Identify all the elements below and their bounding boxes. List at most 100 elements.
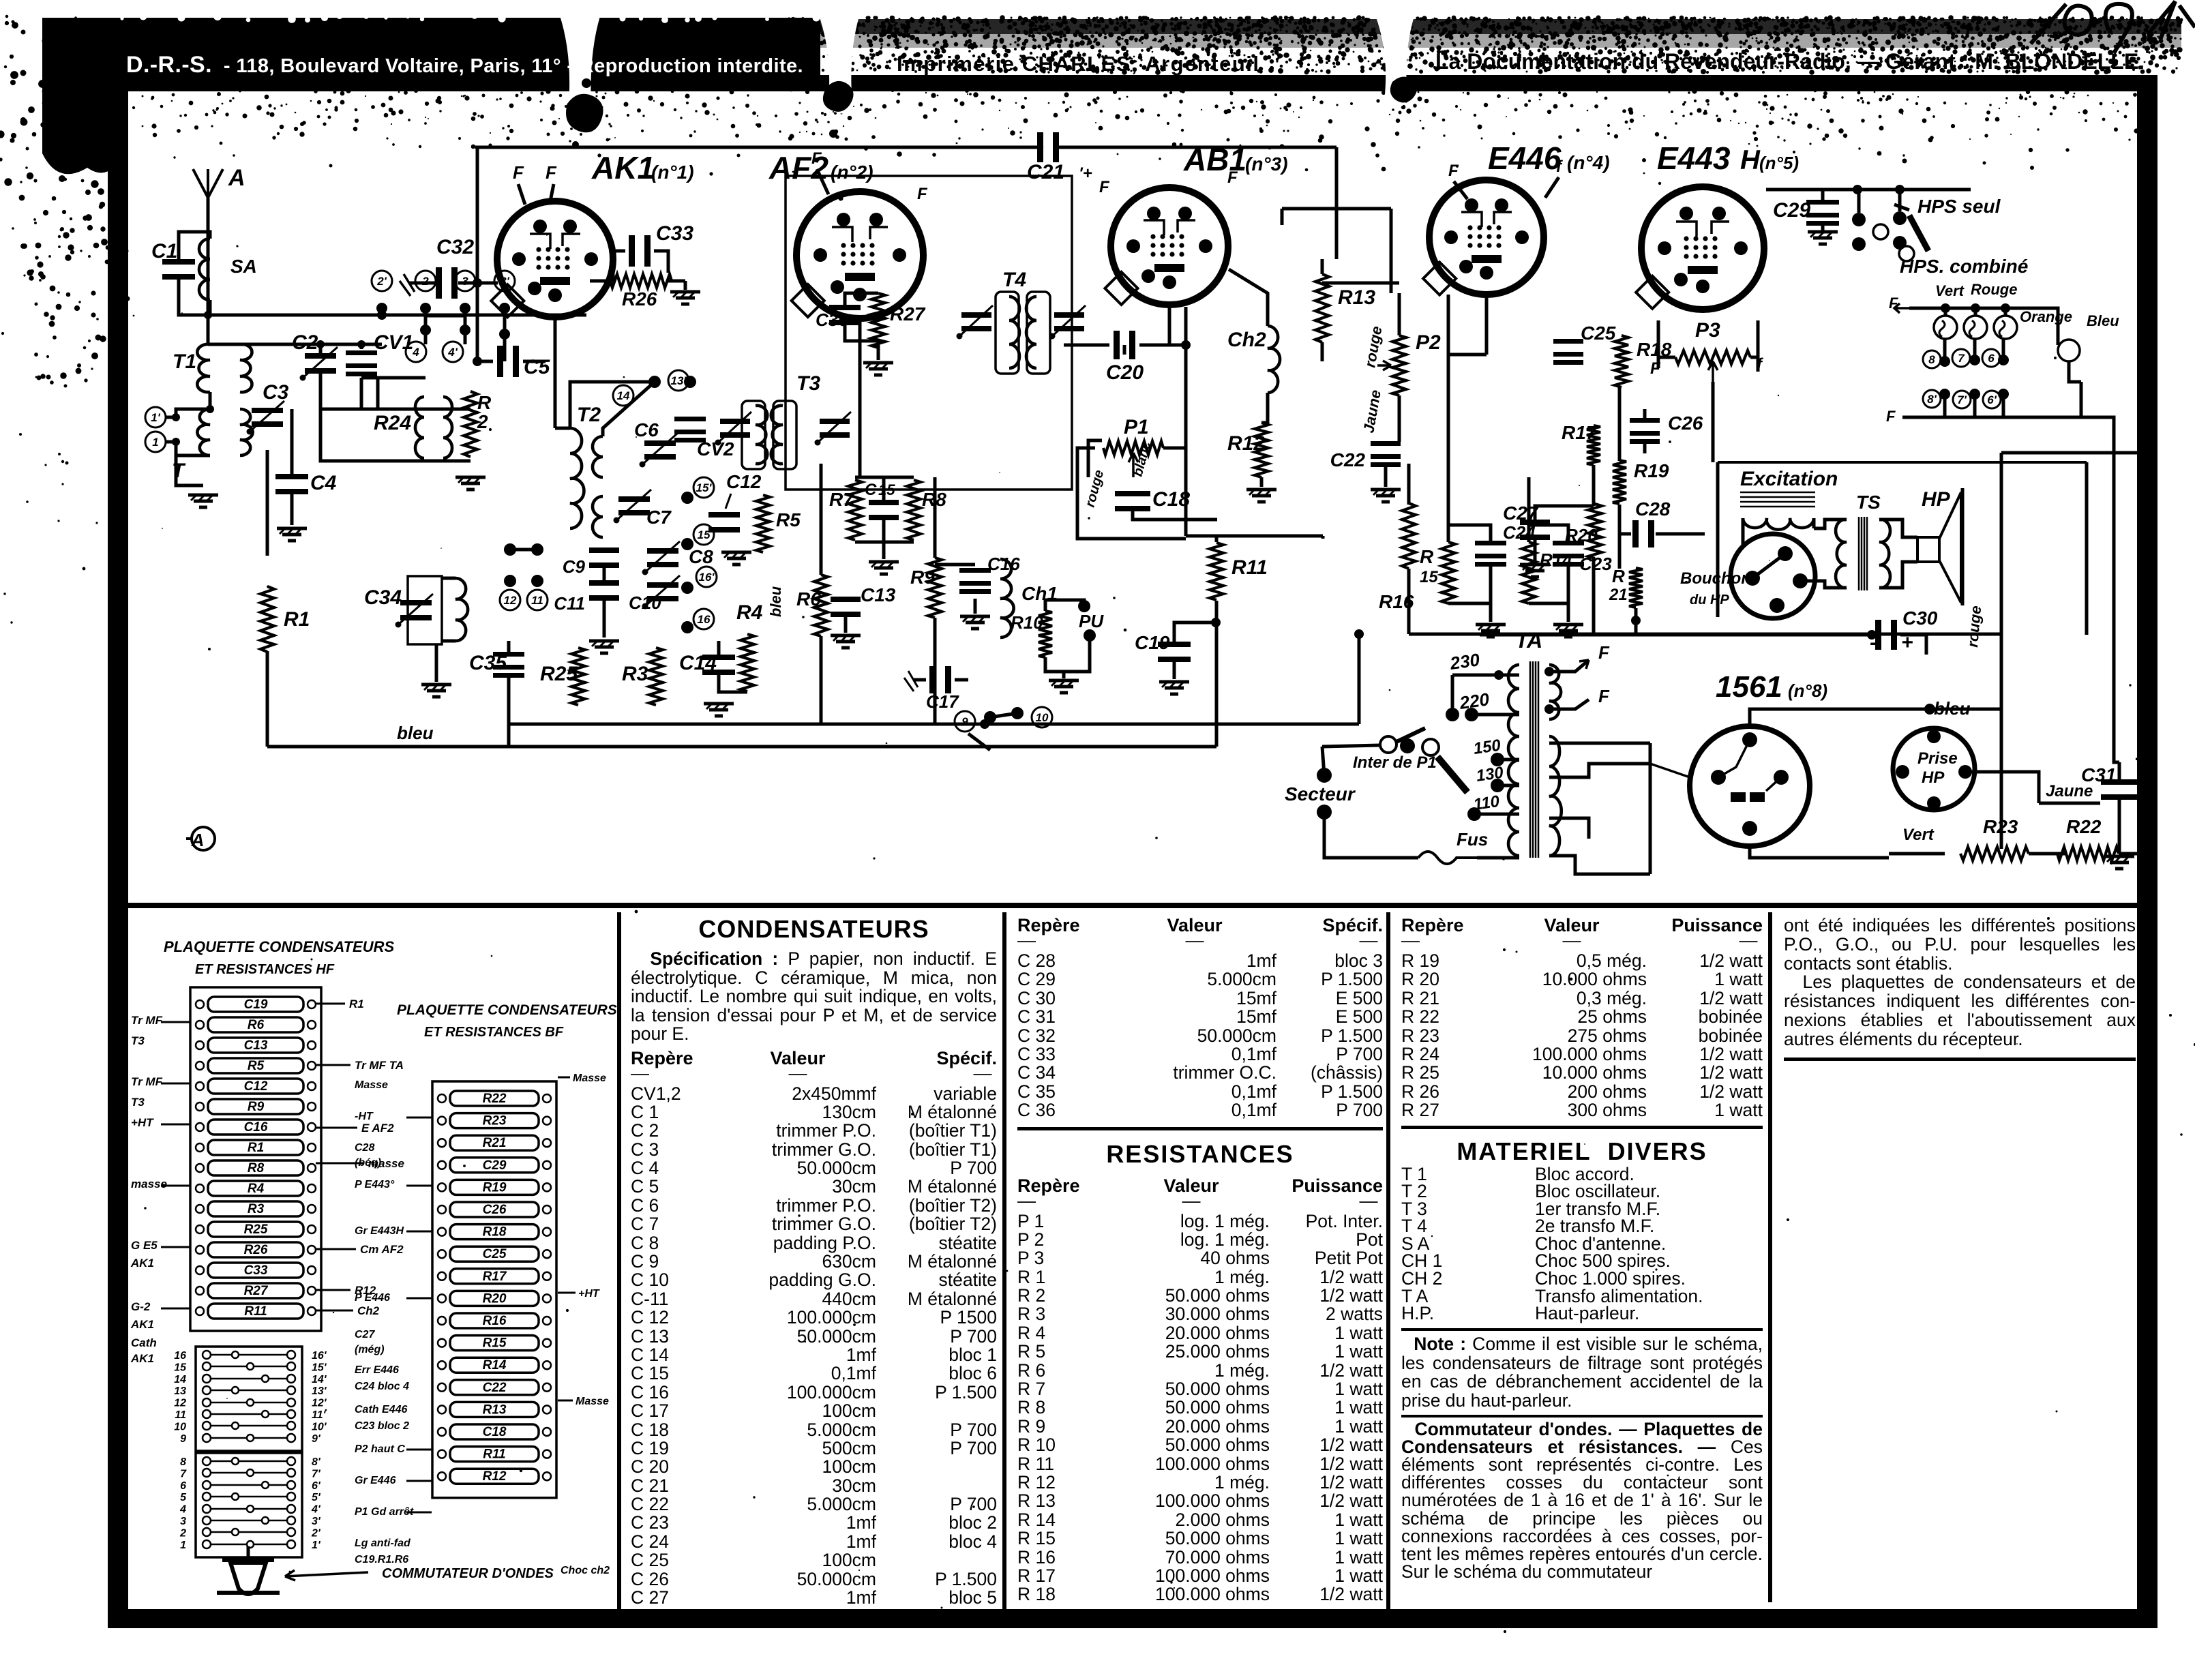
- svg-text:8: 8: [180, 1456, 186, 1468]
- svg-text:11: 11: [175, 1409, 186, 1421]
- svg-text:Ch2: Ch2: [1227, 329, 1266, 351]
- svg-text:R26: R26: [622, 288, 657, 310]
- svg-text:A: A: [228, 165, 245, 191]
- svg-text:13: 13: [174, 1385, 186, 1397]
- svg-text:rouge: rouge: [1361, 325, 1385, 369]
- svg-text:R19: R19: [1634, 460, 1669, 481]
- svg-text:C13: C13: [244, 1038, 268, 1053]
- svg-text:(n°8): (n°8): [1788, 680, 1827, 701]
- svg-text:15': 15': [696, 481, 713, 494]
- svg-text:(n°4): (n°4): [1567, 152, 1610, 173]
- svg-text:Masse: Masse: [573, 1072, 606, 1084]
- svg-text:Cath E446: Cath E446: [355, 1404, 407, 1415]
- svg-text:R10: R10: [1011, 612, 1043, 633]
- svg-text:10: 10: [1036, 711, 1049, 724]
- svg-text:7: 7: [1958, 352, 1965, 365]
- svg-text:A: A: [191, 830, 205, 850]
- svg-text:ET RESISTANCES BF: ET RESISTANCES BF: [424, 1025, 564, 1040]
- svg-text:AK1: AK1: [591, 150, 655, 185]
- svg-text:C12: C12: [244, 1079, 268, 1094]
- svg-text:R23: R23: [483, 1114, 507, 1128]
- svg-text:C26: C26: [483, 1203, 507, 1217]
- svg-text:R6: R6: [796, 588, 821, 610]
- svg-text:PU: PU: [1079, 611, 1104, 631]
- svg-text:+HT: +HT: [578, 1288, 600, 1300]
- svg-text:Tr MF: Tr MF: [131, 1075, 163, 1088]
- svg-text:C16: C16: [987, 554, 1020, 574]
- svg-text:12: 12: [174, 1398, 186, 1409]
- svg-text:14: 14: [174, 1374, 186, 1385]
- svg-text:13': 13': [312, 1385, 327, 1397]
- svg-text:Masse: Masse: [576, 1396, 609, 1407]
- svg-text:F: F: [546, 162, 557, 183]
- svg-text:bleu: bleu: [397, 723, 434, 743]
- svg-text:R17: R17: [483, 1270, 507, 1284]
- svg-text:'+: '+: [1079, 164, 1092, 183]
- svg-text:HP: HP: [1922, 768, 1945, 787]
- svg-text:C23: C23: [1579, 554, 1612, 574]
- svg-text:R12: R12: [1227, 432, 1265, 455]
- svg-text:R1: R1: [349, 997, 364, 1010]
- svg-text:C29: C29: [483, 1158, 507, 1173]
- svg-text:R8: R8: [248, 1161, 265, 1175]
- svg-text:P1 Gd arrêt: P1 Gd arrêt: [355, 1506, 414, 1518]
- svg-text:P E443°: P E443°: [355, 1179, 395, 1190]
- svg-text:Excitation: Excitation: [1740, 468, 1838, 490]
- svg-text:f: f: [1556, 158, 1563, 176]
- svg-text:C18: C18: [483, 1425, 507, 1439]
- svg-text:R13: R13: [483, 1402, 507, 1417]
- svg-text:H: H: [1740, 145, 1761, 175]
- svg-text:7': 7': [1957, 393, 1967, 406]
- svg-text:16': 16': [699, 571, 715, 584]
- svg-text:1: 1: [180, 1540, 186, 1551]
- svg-text:Err E446: Err E446: [355, 1364, 399, 1376]
- svg-text:R13: R13: [1338, 286, 1375, 309]
- svg-text:R26: R26: [244, 1243, 268, 1257]
- svg-text:T3: T3: [796, 372, 820, 395]
- svg-text:R25: R25: [244, 1222, 268, 1237]
- svg-text:PLAQUETTE CONDENSATEURS: PLAQUETTE CONDENSATEURS: [397, 1002, 617, 1018]
- svg-text:C16: C16: [244, 1120, 268, 1135]
- svg-text:TS: TS: [1856, 492, 1881, 513]
- svg-text:P2 haut C: P2 haut C: [355, 1443, 405, 1455]
- svg-text:6: 6: [1988, 352, 1995, 365]
- svg-text:R3: R3: [248, 1202, 265, 1216]
- svg-text:R22: R22: [2066, 816, 2102, 837]
- svg-text:R14: R14: [483, 1358, 507, 1372]
- svg-text:T4: T4: [1002, 269, 1026, 291]
- svg-text:E446: E446: [1488, 140, 1562, 176]
- svg-text:C23 bloc 2: C23 bloc 2: [355, 1420, 409, 1432]
- svg-text:R11: R11: [483, 1448, 505, 1462]
- svg-text:C22: C22: [1330, 449, 1366, 470]
- svg-text:9: 9: [961, 715, 968, 728]
- svg-text:21: 21: [1609, 586, 1628, 604]
- svg-text:C4: C4: [310, 472, 337, 494]
- svg-text:Orange: Orange: [2020, 308, 2072, 325]
- svg-text:Cm AF2: Cm AF2: [360, 1243, 404, 1256]
- svg-text:Rouge: Rouge: [1971, 281, 2017, 298]
- svg-text:AK1: AK1: [130, 1318, 154, 1331]
- svg-text:16': 16': [312, 1350, 327, 1362]
- svg-text:C5: C5: [524, 356, 551, 378]
- svg-text:P3: P3: [1695, 319, 1720, 342]
- svg-text:C28: C28: [1635, 498, 1671, 520]
- svg-text:9': 9': [312, 1433, 321, 1445]
- svg-text:C30: C30: [1902, 608, 1938, 629]
- svg-text:C19.R1.R6: C19.R1.R6: [355, 1554, 408, 1565]
- svg-text:SA: SA: [230, 256, 257, 277]
- svg-text:C25: C25: [483, 1247, 507, 1261]
- svg-text:Cath: Cath: [131, 1336, 157, 1349]
- svg-text:14': 14': [312, 1374, 327, 1385]
- svg-text:C8: C8: [689, 546, 713, 567]
- svg-text:R5: R5: [776, 509, 801, 530]
- svg-text:T3: T3: [131, 1034, 145, 1047]
- svg-text:(n°2): (n°2): [831, 162, 873, 183]
- svg-text:Jaune: Jaune: [1360, 389, 1384, 434]
- svg-text:C13: C13: [861, 584, 896, 605]
- svg-text:R16: R16: [483, 1314, 507, 1328]
- svg-text:R4: R4: [248, 1182, 265, 1196]
- svg-text:15: 15: [1420, 568, 1438, 586]
- svg-text:Ch2: Ch2: [357, 1304, 380, 1317]
- svg-text:bleu: bleu: [767, 586, 784, 617]
- svg-text:16: 16: [698, 613, 711, 626]
